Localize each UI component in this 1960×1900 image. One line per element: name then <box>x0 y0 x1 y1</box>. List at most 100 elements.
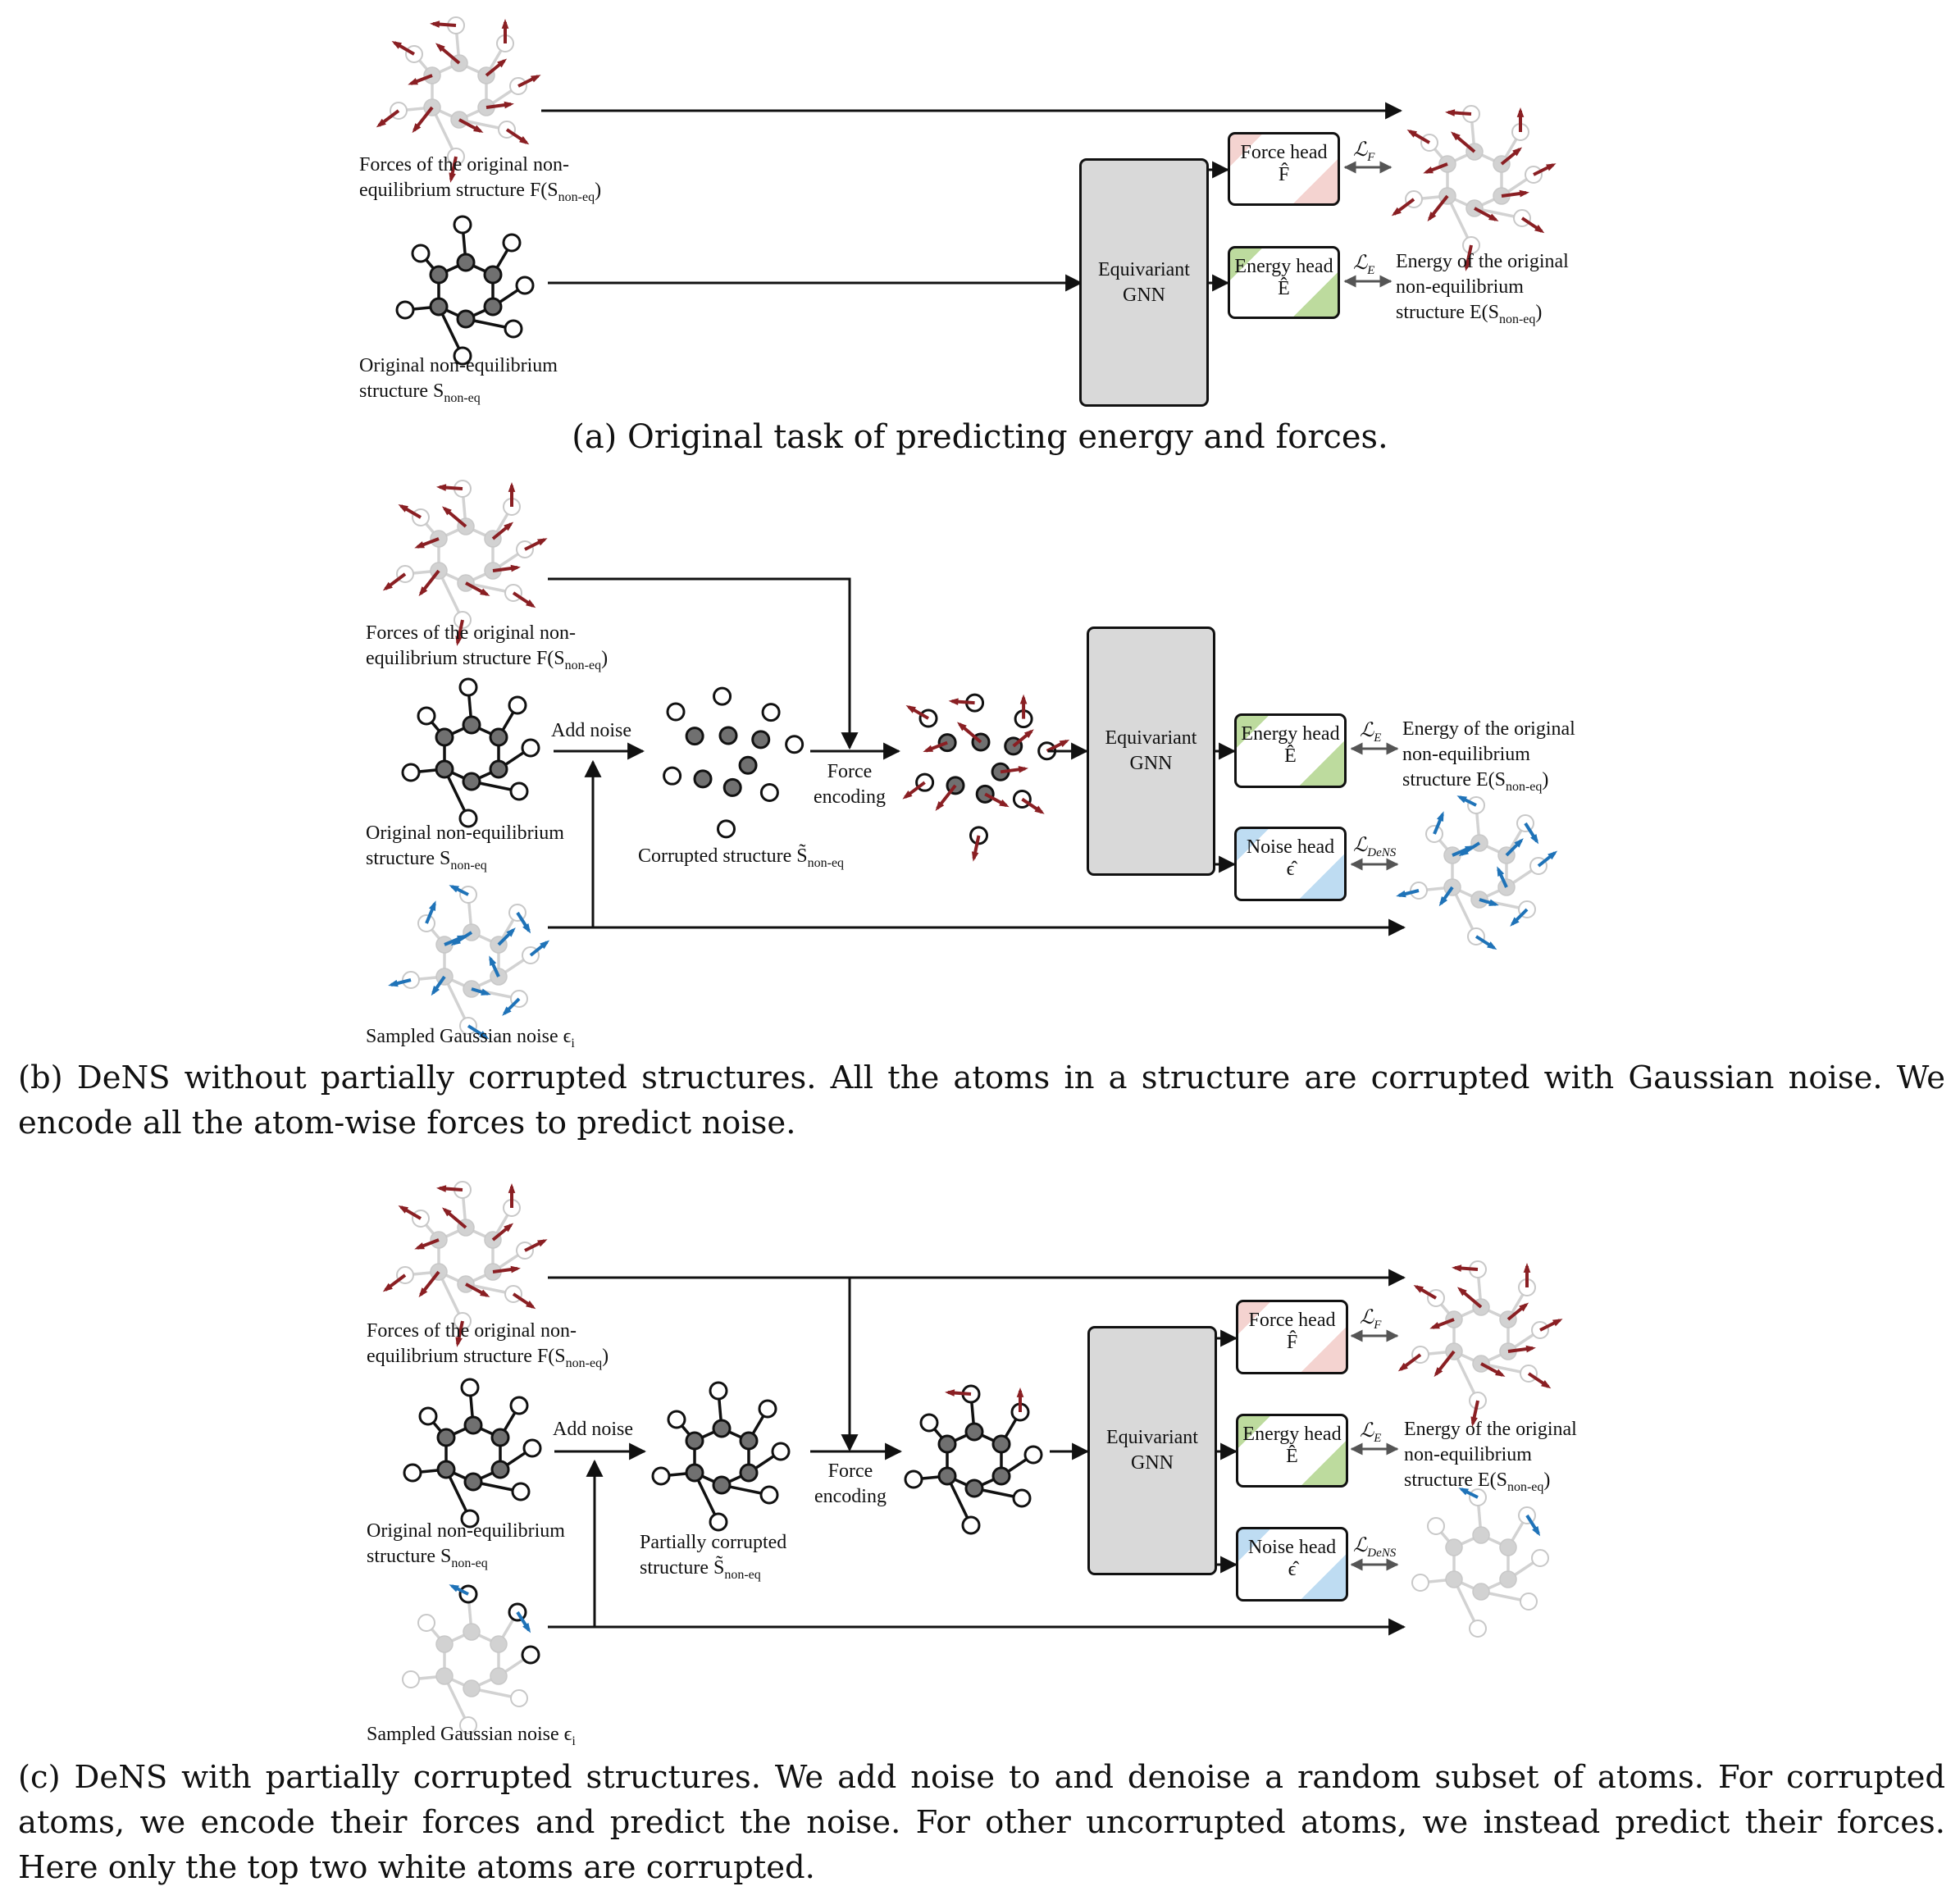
heavy-atom <box>462 715 481 735</box>
vector-arrowhead <box>391 40 402 49</box>
hydrogen-atom <box>458 809 478 828</box>
structure-molecule-a <box>395 215 535 366</box>
vector-arrowhead <box>1456 795 1467 804</box>
vector-arrowhead <box>1429 1322 1440 1329</box>
vector-arrowhead <box>1019 694 1028 704</box>
loss-energy-c: ℒE <box>1360 1420 1382 1445</box>
vector-arrowhead <box>971 851 979 862</box>
vector-arrowhead <box>1450 131 1461 141</box>
vector-arrowhead <box>480 1289 490 1297</box>
hydrogen-atom <box>904 1469 923 1489</box>
vector-arrowhead <box>430 21 440 28</box>
vector-arrowhead <box>1434 1367 1443 1378</box>
heavy-atom <box>490 1635 508 1653</box>
structure-molecule-c <box>403 1378 542 1529</box>
vector-arrowhead <box>1427 212 1437 222</box>
heavy-atom <box>964 1422 984 1442</box>
force-target-molecule-c <box>1397 1260 1563 1427</box>
hydrogen-atom <box>713 686 732 706</box>
hydrogen-atom <box>709 1512 728 1532</box>
heavy-atom <box>739 1431 759 1451</box>
bond <box>1452 1351 1479 1401</box>
loss-force-c: ℒF <box>1360 1307 1382 1332</box>
flow-arrows <box>541 102 1406 1636</box>
vector-arrowhead <box>414 541 425 549</box>
hydrogen-atom <box>395 300 415 320</box>
heavy-atom <box>739 1463 759 1483</box>
hydrogen-atom <box>961 1515 981 1535</box>
vector-arrowhead <box>1456 1287 1467 1296</box>
energy-head-c: Energy head Ê <box>1236 1414 1348 1488</box>
vector-arrowhead <box>526 1301 536 1310</box>
bond <box>1446 195 1473 246</box>
heavy-atom <box>429 265 449 285</box>
force-molecule-c <box>382 1181 548 1347</box>
heavy-atom <box>435 1635 454 1653</box>
vector-arrowhead <box>1497 866 1505 877</box>
vector-arrowhead <box>398 503 408 513</box>
vector-arrowhead <box>1510 917 1520 927</box>
hydrogen-atom <box>1023 1445 1043 1465</box>
force-head-c: Force head F̂ <box>1236 1300 1348 1374</box>
heavy-atom <box>1445 1570 1463 1588</box>
vector-arrowhead <box>531 75 541 83</box>
add-noise-label-b: Add noise <box>551 720 631 741</box>
vector-arrowhead <box>436 484 447 491</box>
vector-arrowhead <box>489 955 497 966</box>
bond <box>437 1271 464 1322</box>
force-encoded-molecule-b <box>902 693 1070 862</box>
vector-arrowhead <box>510 564 521 572</box>
hydrogen-atom <box>521 1645 540 1665</box>
vector-arrowhead <box>1464 261 1471 271</box>
loss-energy-a: ℒE <box>1353 253 1375 277</box>
vector-arrowhead <box>418 1287 428 1298</box>
hydrogen-atom <box>510 1689 528 1707</box>
vector-arrowhead <box>1552 1319 1563 1327</box>
heavy-atom <box>490 1428 510 1447</box>
vector-arrowhead <box>502 1006 512 1016</box>
heavy-atom <box>489 727 508 747</box>
hydrogen-atom <box>401 763 421 782</box>
vector-arrowhead <box>388 979 399 987</box>
vector-arrowhead <box>945 1389 955 1397</box>
heavy-atom <box>693 769 713 789</box>
vector-arrowhead <box>412 123 422 134</box>
vector-arrowhead <box>522 923 531 934</box>
hydrogen-atom <box>453 346 472 366</box>
vector-arrowhead <box>501 19 509 29</box>
vector-arrowhead <box>508 1183 516 1193</box>
heavy-atom <box>462 772 481 791</box>
vector-arrowhead <box>526 599 536 608</box>
vector-arrowhead <box>449 885 459 893</box>
vector-arrowhead <box>1413 1284 1424 1293</box>
heavy-atom <box>435 759 454 779</box>
noise-head-c: Noise head ϵ̂ <box>1236 1527 1348 1602</box>
vector-arrowhead <box>1391 207 1402 216</box>
vector-arrowhead <box>479 1031 490 1040</box>
energy-head-a: Energy head Ê <box>1228 246 1340 319</box>
heavy-atom <box>718 726 738 745</box>
energy-target-a: Energy of the original non-equilibrium s… <box>1396 251 1569 326</box>
vector-arrowhead <box>1396 890 1406 898</box>
vector-arrowhead <box>449 1584 459 1592</box>
heavy-atom <box>991 1434 1011 1454</box>
noise-target-molecule-b <box>1396 795 1558 950</box>
vector-arrowhead <box>398 1205 408 1214</box>
vector-arrowhead <box>1470 1416 1478 1427</box>
hydrogen-atom <box>504 319 523 339</box>
arrow-forces-to-encoding-b <box>548 577 859 750</box>
vector-arrowhead <box>480 588 490 596</box>
heavy-atom <box>937 1466 957 1486</box>
hydrogen-atom <box>417 1614 435 1632</box>
structure-label-c: Original non-equilibrium structure Snon-… <box>367 1520 565 1570</box>
forces-label-b: Forces of the original non- equilibrium … <box>366 622 609 672</box>
hydrogen-atom <box>522 1438 542 1458</box>
heavy-atom <box>463 1679 481 1697</box>
noise-label-c: Sampled Gaussian noise ϵi <box>367 1724 576 1748</box>
energy-target-b: Energy of the original non-equilibrium s… <box>1402 718 1575 794</box>
vector-arrowhead <box>1034 805 1045 814</box>
